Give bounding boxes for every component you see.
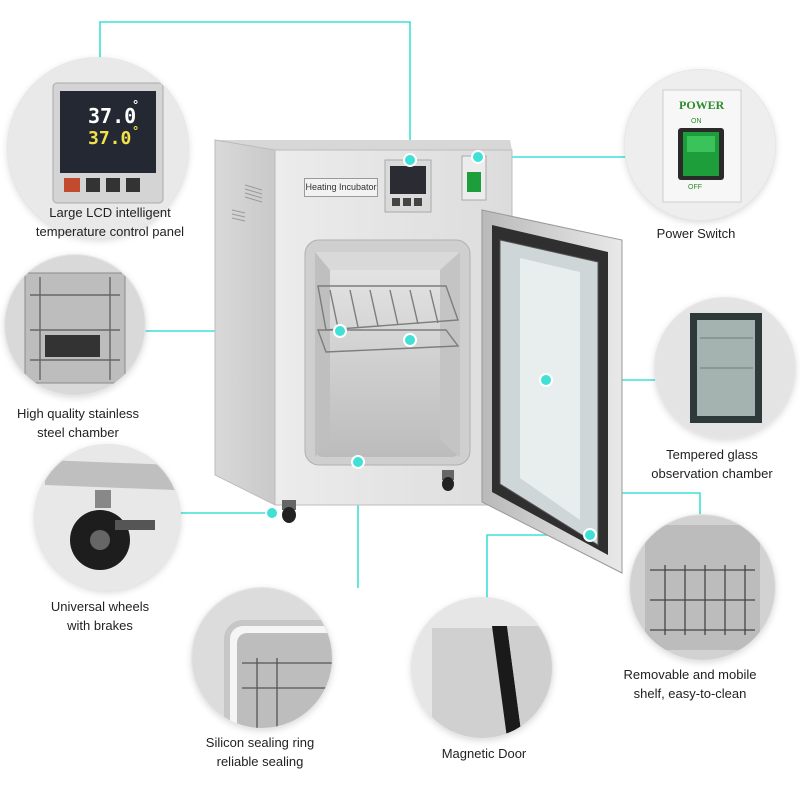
- device-front-label: Heating Incubator: [304, 178, 378, 197]
- glass-window-icon: [655, 298, 795, 438]
- power-switch-callout: [625, 70, 775, 220]
- lcd-sv-value: 37.0: [88, 128, 132, 149]
- caption-wheels: Universal wheels with brakes: [50, 599, 150, 633]
- power-off-label: OFF: [688, 184, 702, 191]
- glass-chamber-callout: [655, 298, 795, 438]
- power-on-label: ON: [691, 118, 702, 125]
- lcd-sv-degree: °: [132, 124, 140, 138]
- chamber-interior: [315, 252, 460, 457]
- sealing-ring-icon: [192, 588, 332, 728]
- caption-magnetic-door: Magnetic Door: [441, 746, 527, 761]
- caption-stainless-chamber: High quality stainless steel chamber: [16, 406, 140, 440]
- cabinet-side: [214, 139, 276, 506]
- caster-wheel-icon: [35, 445, 180, 590]
- wheels-callout: [35, 445, 180, 590]
- caption-glass-chamber: Tempered glass observation chamber: [651, 447, 773, 481]
- sealing-ring-callout: [192, 588, 332, 728]
- lcd-panel-callout: [8, 58, 188, 238]
- lcd-pv-degree: °: [132, 98, 140, 112]
- lcd-display: [390, 166, 426, 194]
- magnetic-door-icon: [412, 598, 552, 738]
- lcd-pv-value: 37.0: [88, 104, 137, 128]
- caption-power-switch: Power Switch: [656, 226, 736, 241]
- power-switch-icon: [625, 70, 775, 220]
- caption-lcd-panel: Large LCD intelligent temperature contro…: [35, 205, 185, 239]
- chamber-icon: [5, 255, 145, 395]
- shelf-icon: [630, 515, 775, 660]
- caption-shelf: Removable and mobile shelf, easy-to-clea…: [623, 667, 757, 701]
- lcd-panel-icon: [8, 58, 188, 238]
- power-rocker: [467, 172, 481, 192]
- shelf-callout: [630, 515, 775, 660]
- caption-sealing-ring: Silicon sealing ring reliable sealing: [205, 735, 315, 769]
- stainless-chamber-callout: [5, 255, 145, 395]
- power-panel-title: POWER: [679, 98, 725, 112]
- magnetic-door-callout: [412, 598, 552, 738]
